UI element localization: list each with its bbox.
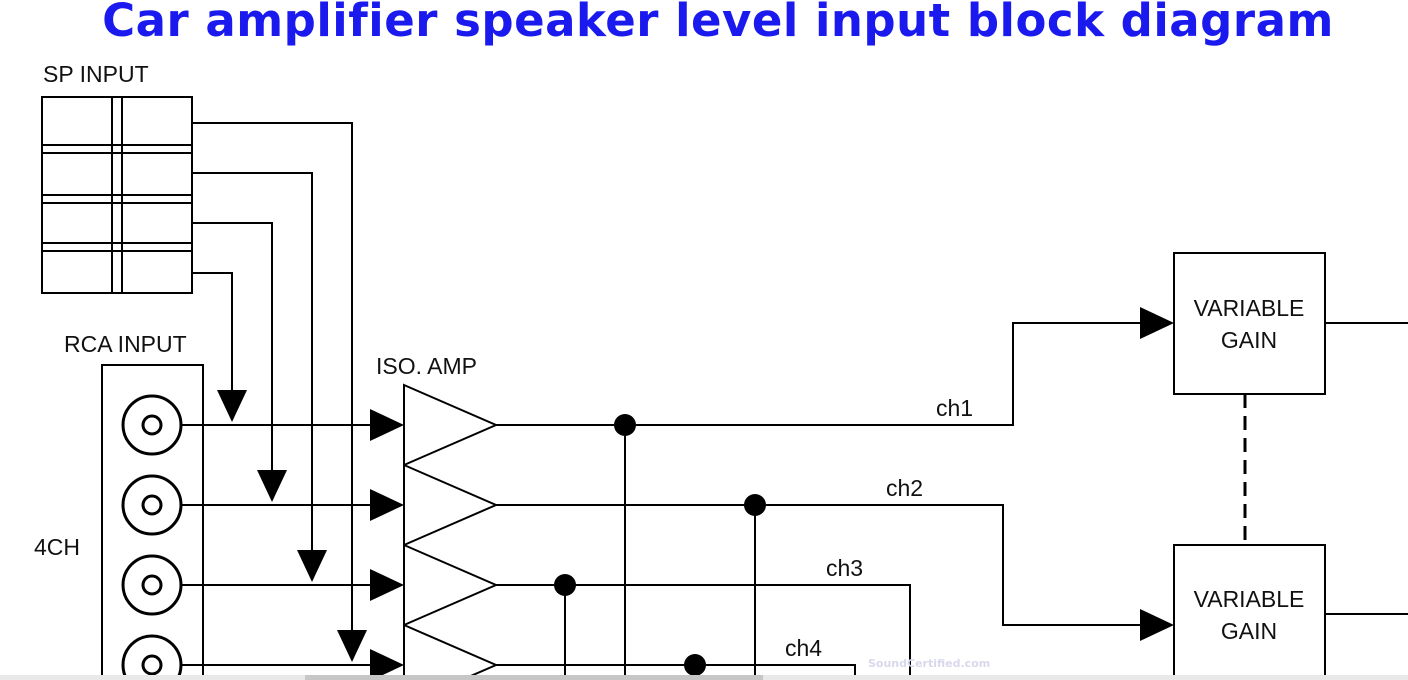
sp-feed-arrowheads [217,390,367,662]
sp-input-connector [41,96,193,294]
rca-jacks [121,394,183,680]
gain-block-2-line2: GAIN [1221,618,1277,644]
channel-lines [496,322,1144,680]
iso-amp-label: ISO. AMP [376,353,477,379]
junction-dots [554,414,766,676]
horizontal-scrollbar[interactable] [0,675,1408,680]
channel-label-ch3: ch3 [826,555,863,581]
channel-label-ch4: ch4 [785,635,822,661]
gain-input-arrowheads [1140,307,1174,641]
gain-block-2-line1: VARIABLE [1194,586,1305,612]
gain-block-1-line2: GAIN [1221,327,1277,353]
iso-input-arrowheads [370,409,404,680]
rca-input-label: RCA INPUT [64,331,187,357]
sp-feed-lines [192,122,353,638]
channel-label-ch2: ch2 [886,475,923,501]
variable-gain-block-2: VARIABLE GAIN [1173,544,1326,680]
variable-gain-block-1: VARIABLE GAIN [1173,252,1326,395]
gain-block-1-line1: VARIABLE [1194,295,1305,321]
rca-feed-lines [181,424,372,666]
iso-amp-triangles [403,383,499,680]
rca-input-panel [101,364,204,680]
channel-label-ch1: ch1 [936,395,973,421]
sp-input-label: SP INPUT [43,61,149,87]
gain-output-lines [1325,322,1408,615]
four-channel-label: 4CH [34,534,80,560]
watermark: SoundCertified.com [868,657,990,670]
page-title: Car amplifier speaker level input block … [102,0,1334,47]
scrollbar-thumb[interactable] [305,675,763,680]
